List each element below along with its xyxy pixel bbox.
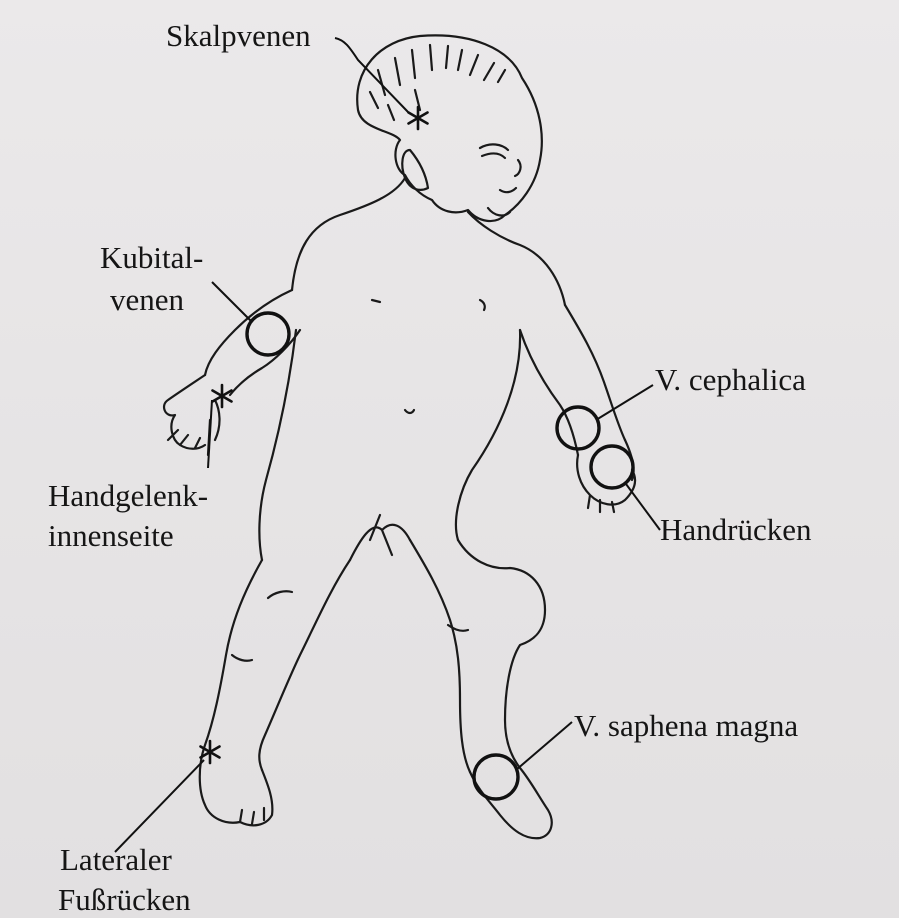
circle-cephalica [557,407,599,449]
circle-saphena [474,755,518,799]
eye [480,144,508,150]
right-arm-inner [520,330,578,455]
label-kubital-line2: venen [110,282,184,318]
asterisk-scalp [409,107,428,129]
leader-cephalica [596,385,653,420]
left-leg-outer [200,560,273,825]
hair-strands [370,45,505,120]
leader-fuss [115,760,204,852]
torso-left [292,178,405,290]
belly-left [259,330,296,560]
belly-right [456,330,520,540]
label-kubital-line1: Kubital- [100,240,203,276]
circle-handruecken [591,446,633,488]
right-knee [448,625,468,631]
leader-kubital [212,282,252,322]
eyelid [482,154,505,158]
leader-handruecken [626,484,660,530]
label-skalpvenen: Skalpvenen [166,18,311,54]
torso-right [468,212,565,305]
left-knee-2 [232,655,252,661]
right-upper-arm [565,305,625,440]
left-leg-inner [259,560,350,770]
label-handgelenk-line1: Handgelenk- [48,478,208,514]
right-leg-inner [410,540,470,772]
belly-button [405,410,414,413]
label-fuss-line2: Fußrücken [58,882,191,918]
chest-mark-1 [372,300,380,302]
label-cephalica: V. cephalica [655,362,806,398]
label-handruecken: Handrücken [660,512,812,548]
mouth [500,188,516,192]
leader-saphena [516,722,572,770]
chin [488,208,510,215]
right-leg-outer [458,540,552,838]
label-handgelenk-line2: innenseite [48,518,174,554]
ear [402,150,428,190]
nose [515,160,521,176]
circle-kubital [247,313,289,355]
left-toes [240,808,264,824]
asterisk-wrist [213,385,232,407]
label-fuss-line1: Lateraler [60,842,172,878]
groin [350,515,410,560]
left-knee-1 [268,591,292,598]
label-saphena: V. saphena magna [574,708,798,744]
head-outline [357,35,542,221]
chest-mark-2 [480,300,485,310]
